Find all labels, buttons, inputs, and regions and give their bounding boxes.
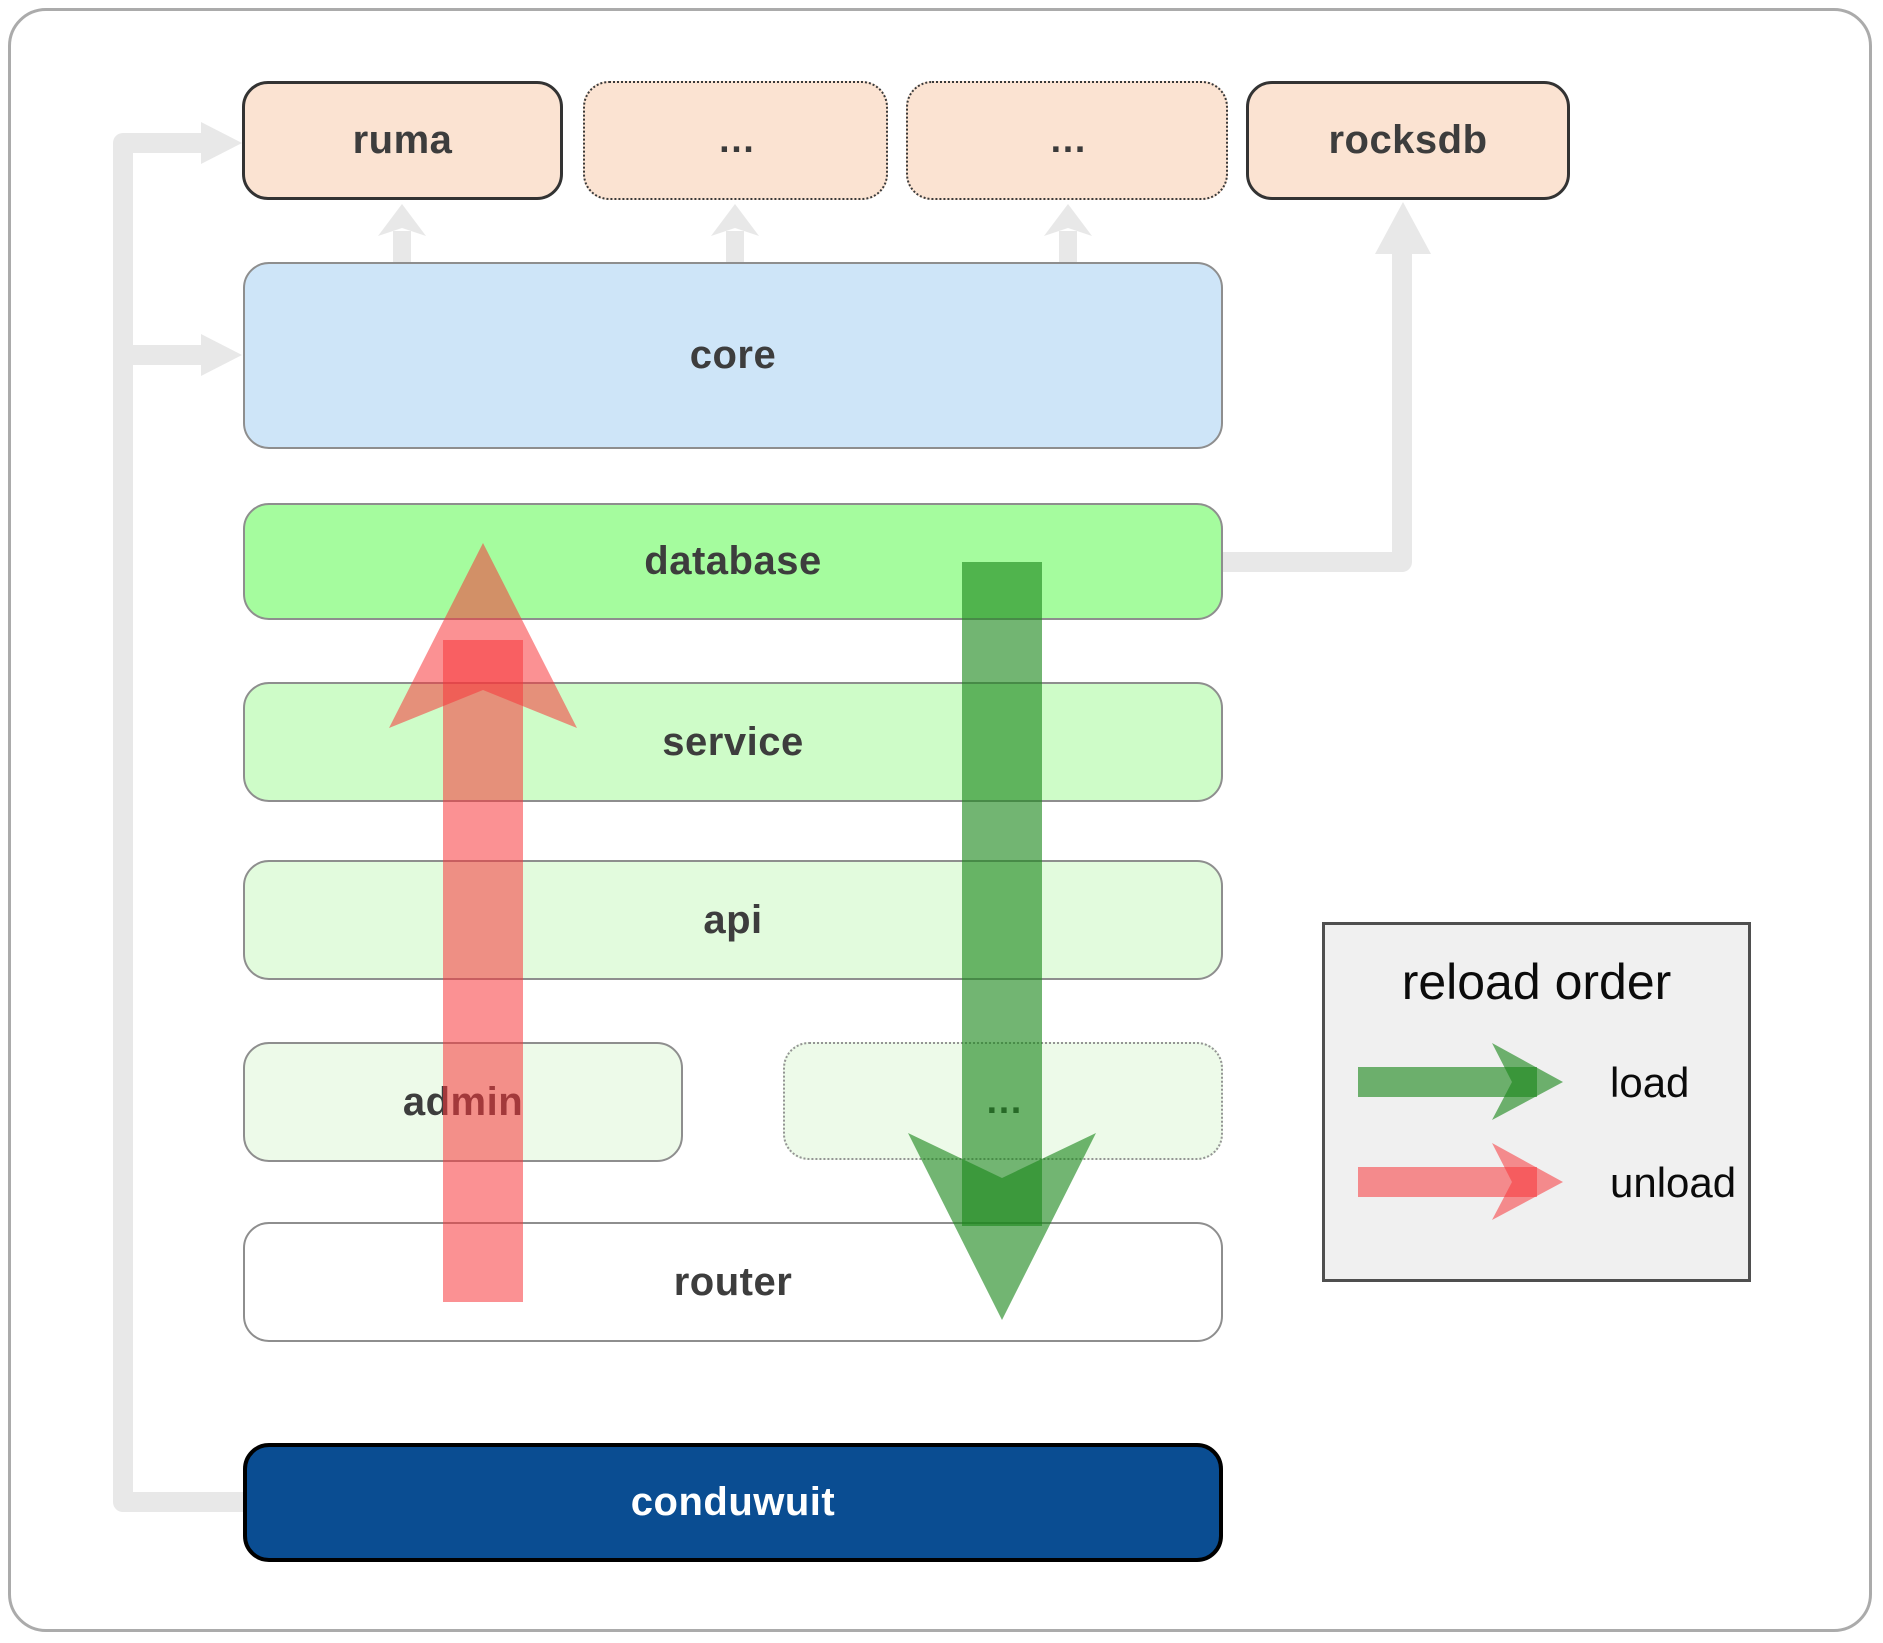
legend-title: reload order — [1401, 954, 1672, 1010]
node-ellipsis-top-1: … — [583, 81, 888, 200]
node-ruma: ruma — [242, 81, 563, 200]
legend-load-label: load — [1610, 1059, 1690, 1106]
figure-border — [8, 8, 1872, 1632]
node-rocksdb: rocksdb — [1246, 81, 1570, 200]
node-ellipsis-top-1-label: … — [717, 119, 756, 161]
node-ellipsis-top-2: … — [906, 81, 1228, 200]
node-service-label: service — [662, 719, 804, 764]
node-router-label: router — [673, 1259, 793, 1304]
node-conduwuit: conduwuit — [243, 1443, 1223, 1562]
node-rocksdb-label: rocksdb — [1328, 118, 1488, 162]
node-api: api — [243, 860, 1223, 980]
node-ruma-label: ruma — [352, 118, 453, 162]
node-api-label: api — [703, 897, 763, 942]
node-core-label: core — [689, 333, 777, 377]
node-ellipsis-top-2-label: … — [1049, 119, 1087, 161]
node-conduwuit-label: conduwuit — [630, 1480, 836, 1524]
node-database-label: database — [644, 539, 822, 583]
node-core: core — [243, 262, 1223, 449]
legend-unload-label: unload — [1610, 1159, 1737, 1206]
